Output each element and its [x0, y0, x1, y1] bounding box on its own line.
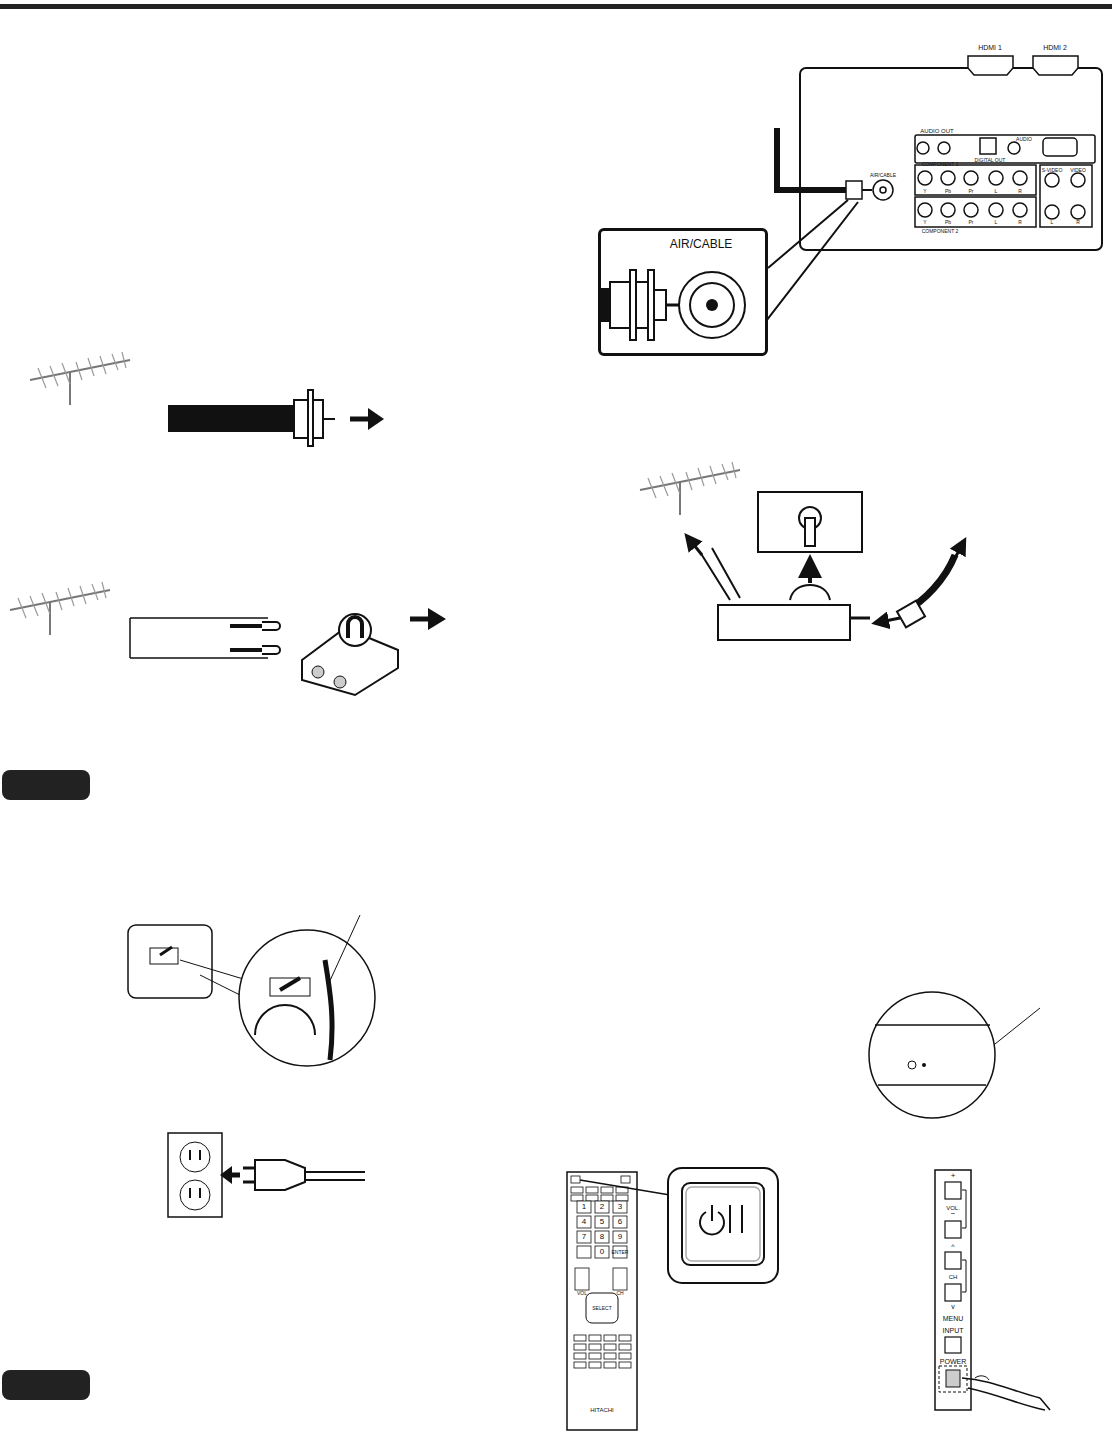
jack-label: Y: [923, 189, 926, 194]
jack-label: L: [995, 189, 998, 194]
jack-label: S-VIDEO: [1042, 168, 1063, 173]
remote-key-label: 1: [582, 1203, 586, 1211]
panel-button-label: CH: [949, 1274, 958, 1280]
jack-label: Pr: [969, 220, 974, 225]
jack-label: L: [1051, 220, 1054, 225]
jack-label: HDMI 1: [978, 44, 1002, 51]
header-rule: [0, 4, 1112, 9]
tab-marker: [2, 770, 90, 800]
remote-key-label: ENTER: [612, 1250, 629, 1255]
callout-label: AIR/CABLE: [601, 231, 765, 251]
panel-button-label: v: [951, 1303, 955, 1310]
callout-box: AIR/CABLE: [598, 228, 768, 356]
jack-label: L: [995, 220, 998, 225]
jack-label: Pr: [969, 189, 974, 194]
jack-label: AUDIO OUT: [920, 128, 953, 134]
remote-key-label: 2: [600, 1203, 604, 1211]
jack-label: AUDIO: [1016, 137, 1032, 142]
jack-label: R: [1018, 189, 1022, 194]
remote-key-label: 4: [582, 1218, 586, 1226]
panel-button-label: INPUT: [943, 1327, 964, 1334]
tab-marker: [2, 1370, 90, 1400]
jack-label: R: [1018, 220, 1022, 225]
jack-label: COMPONENT 2: [922, 229, 959, 234]
jack-label: R: [1076, 220, 1080, 225]
remote-key-label: CH: [616, 1291, 623, 1296]
panel-button-label: POWER: [940, 1358, 966, 1365]
panel-button-label: −: [951, 1210, 956, 1218]
jack-label: Y: [923, 220, 926, 225]
jack-label: DIGITAL OUT: [975, 158, 1006, 163]
panel-button-label: ^: [951, 1243, 954, 1250]
remote-key-label: 7: [582, 1233, 586, 1241]
jack-label: COMPONENT 1: [922, 162, 959, 167]
remote-key-label: VOL: [577, 1291, 587, 1296]
remote-key-label: 5: [600, 1218, 604, 1226]
jack-label: VIDEO: [1070, 168, 1086, 173]
remote-key-label: 6: [618, 1218, 622, 1226]
jack-label: AIR/CABLE: [870, 173, 896, 178]
jack-label: Pb: [945, 220, 951, 225]
rear-panel: [800, 68, 1102, 250]
remote-key-label: 3: [618, 1203, 622, 1211]
remote-key-label: 8: [600, 1233, 604, 1241]
remote-key-label: SELECT: [592, 1306, 611, 1311]
remote-key-label: 0: [600, 1248, 604, 1256]
remote-key-label: 9: [618, 1233, 622, 1241]
panel-button-label: MENU: [943, 1315, 964, 1322]
panel-button-label: +: [951, 1172, 956, 1180]
jack-label: HDMI 2: [1043, 44, 1067, 51]
remote-key-label: HITACHI: [590, 1407, 614, 1413]
jack-label: Pb: [945, 189, 951, 194]
